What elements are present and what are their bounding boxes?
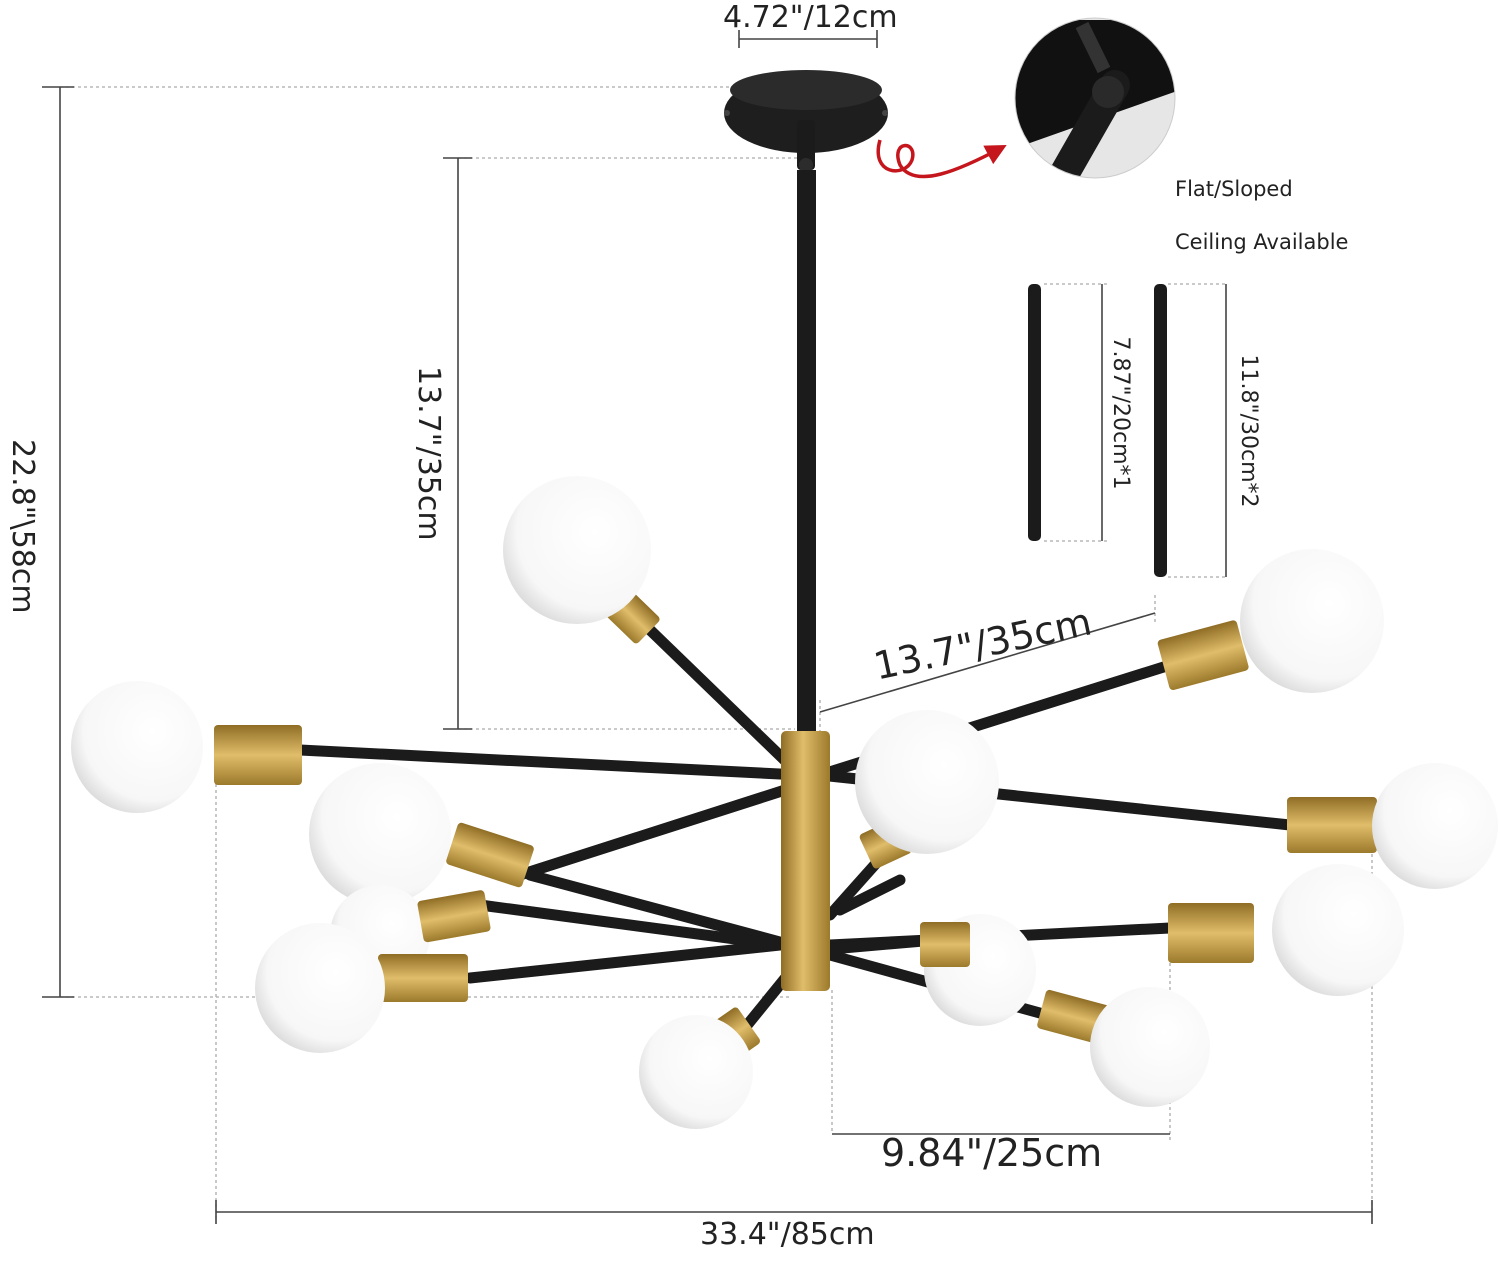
- downrod: [797, 170, 816, 740]
- rod-long-label: 11.8"/30cm*2: [1236, 354, 1261, 508]
- ceiling-note: Flat/Sloped Ceiling Available: [1175, 150, 1348, 281]
- canopy-width-label: 4.72"/12cm: [723, 0, 898, 35]
- leader-lines: [60, 86, 1373, 1222]
- center-brass-body: [781, 731, 830, 991]
- drop-height-label: 13.7"/35cm: [411, 366, 446, 541]
- canopy: [724, 70, 888, 172]
- extension-rods: [1028, 284, 1167, 577]
- total-height-label: 22.8"\58cm: [5, 439, 40, 614]
- total-width-label: 33.4"/85cm: [700, 1217, 875, 1252]
- red-swirl-arrow: [876, 139, 1007, 179]
- lower-span-label: 9.84"/25cm: [881, 1131, 1103, 1175]
- ceiling-detail-inset: [1014, 17, 1176, 179]
- rod-short-label: 7.87"/20cm*1: [1108, 336, 1133, 490]
- ceiling-note-line1: Flat/Sloped: [1175, 177, 1293, 202]
- bulbs-and-sockets: [71, 476, 1498, 1129]
- dimension-lines: [42, 30, 1373, 1224]
- ceiling-note-line2: Ceiling Available: [1175, 229, 1349, 254]
